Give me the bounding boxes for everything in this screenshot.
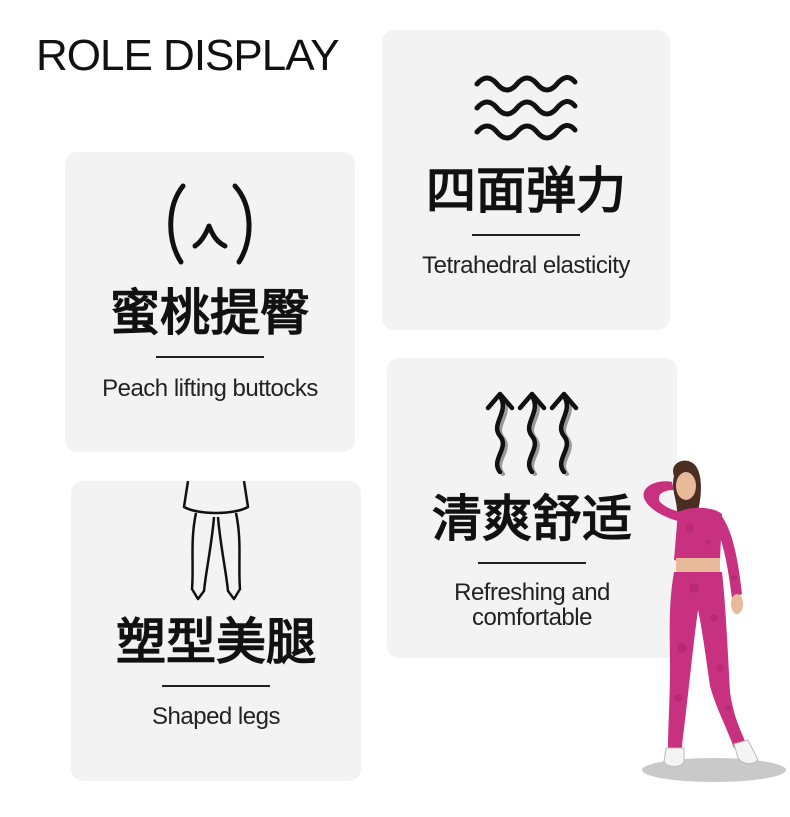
feature-card-legs: 塑型美腿 Shaped legs [71, 481, 361, 781]
divider [156, 356, 264, 358]
feature-title-en-line2: comfortable [472, 604, 592, 631]
divider [478, 562, 586, 564]
feature-title-cn: 塑型美腿 [116, 613, 316, 671]
wavy-arrows-up-icon [485, 391, 579, 476]
legs-icon [182, 481, 250, 601]
feature-card-refreshing: 清爽舒适 Refreshing and comfortable [387, 358, 677, 658]
feature-title-en: Shaped legs [152, 703, 280, 730]
wave-lines-icon [474, 75, 578, 141]
model-figure [642, 460, 786, 782]
feature-title-cn: 四面弹力 [426, 162, 626, 220]
buttocks-icon [168, 183, 252, 265]
feature-title-en-line1: Refreshing and [454, 579, 610, 606]
feature-title-cn: 蜜桃提臀 [110, 284, 310, 342]
feature-card-peach: 蜜桃提臀 Peach lifting buttocks [65, 152, 355, 452]
feature-title-en: Peach lifting buttocks [102, 375, 318, 402]
divider [162, 685, 270, 687]
page-title: ROLE DISPLAY [36, 31, 340, 80]
feature-title-en: Tetrahedral elasticity [422, 252, 630, 279]
feature-card-elasticity: 四面弹力 Tetrahedral elasticity [382, 30, 670, 330]
divider [472, 234, 580, 236]
feature-title-cn: 清爽舒适 [432, 490, 632, 548]
